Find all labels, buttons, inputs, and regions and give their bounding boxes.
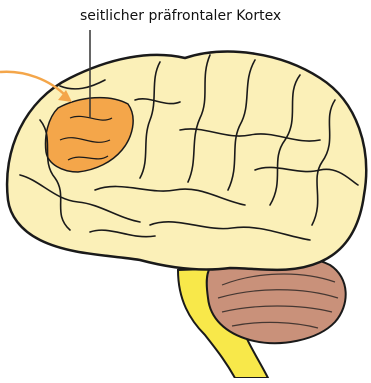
region-label: seitlicher präfrontaler Kortex bbox=[80, 8, 281, 24]
